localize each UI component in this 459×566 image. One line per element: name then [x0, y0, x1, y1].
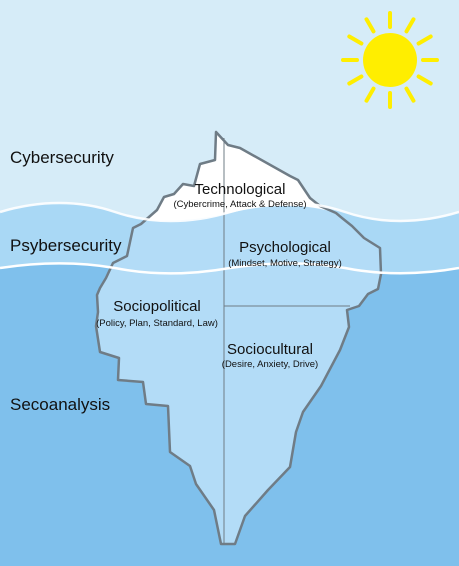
region-title-sociopolitical: Sociopolitical [113, 298, 201, 315]
sun-ray [347, 34, 364, 46]
region-title-technological: Technological [194, 181, 286, 198]
waterline-lower [0, 262, 459, 275]
region-subtitle-technological: (Cybercrime, Attack & Defense) [173, 199, 307, 210]
region-subtitle-psychological: (Mindset, Motive, Strategy) [228, 258, 342, 269]
sun-ray [364, 17, 376, 34]
waterline-upper [0, 201, 459, 223]
region-title-sociocultural: Sociocultural [227, 341, 313, 358]
sun-ray [416, 74, 433, 86]
iceberg-outline [94, 130, 383, 546]
region-subtitle-sociocultural: (Desire, Anxiety, Drive) [221, 359, 319, 370]
layer-label-cybersecurity: Cybersecurity [10, 148, 114, 167]
iceberg-tip [147, 132, 336, 221]
sun-ray [347, 74, 364, 86]
region-subtitle-sociopolitical: (Policy, Plan, Standard, Law) [96, 318, 218, 329]
sun-icon [341, 11, 439, 109]
sun-ray [404, 17, 416, 34]
sun-ray [404, 86, 416, 103]
layer-label-psybersecurity: Psybersecurity [10, 236, 122, 255]
iceberg-underwater [96, 132, 381, 544]
region-title-psychological: Psychological [239, 239, 331, 256]
sun-ray [416, 34, 433, 46]
sun-ray [364, 86, 376, 103]
layer-label-secoanalysis: Secoanalysis [10, 395, 111, 414]
